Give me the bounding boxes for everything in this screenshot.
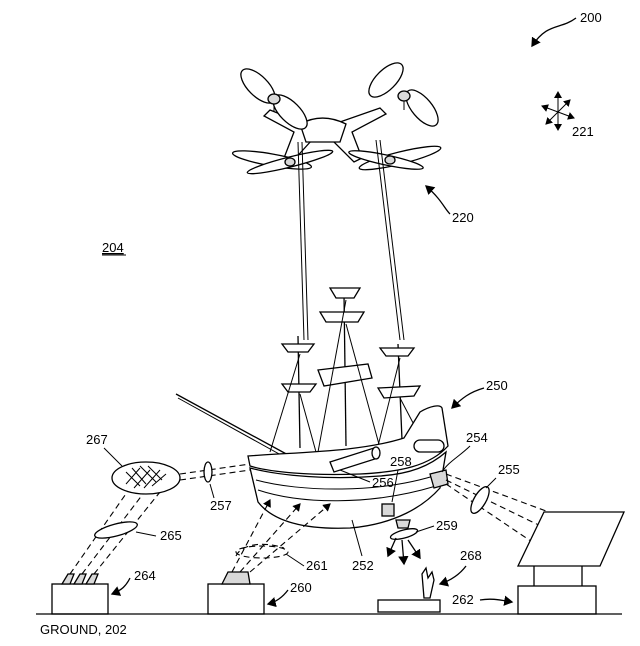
tether-right-a <box>375 139 401 341</box>
left-projector-box <box>51 583 109 615</box>
statue-label: 268 <box>460 548 482 563</box>
left-ground-lens-label: 265 <box>160 528 182 543</box>
left-lens-leader <box>209 483 215 499</box>
right-lens-leader <box>485 477 497 489</box>
left-projector-label: 264 <box>134 568 156 583</box>
middle-ground-device <box>207 499 331 615</box>
statue-base <box>377 599 441 613</box>
figure-arrow <box>531 17 577 48</box>
left-lens <box>203 461 213 483</box>
bottom-lens <box>389 528 419 540</box>
drone <box>231 62 442 341</box>
propeller-bottom-right <box>348 145 442 171</box>
right-lens <box>470 486 490 514</box>
hull-projector-leader <box>391 469 399 503</box>
bottom-lens-leader <box>415 525 435 533</box>
left-ground-lens <box>94 521 138 539</box>
background-label: 204 <box>102 240 124 255</box>
tether-right-b <box>379 139 405 341</box>
screen-base-arrow <box>479 595 514 606</box>
statue-figure <box>377 566 441 613</box>
wind-label: 221 <box>572 124 594 139</box>
figure-label-group: 200 <box>531 10 602 48</box>
ground-label: GROUND, 202 <box>40 622 127 637</box>
hull-label: 252 <box>352 558 374 573</box>
propeller-top-left <box>240 68 308 130</box>
propeller-bottom-left <box>231 149 334 175</box>
drone-arrow <box>425 185 451 215</box>
left-ground-projector <box>51 487 161 615</box>
bottom-emitter-beams <box>386 528 421 566</box>
projected-image-leader <box>103 447 123 467</box>
figure-number-label: 200 <box>580 10 602 25</box>
statue-arrow <box>438 565 467 587</box>
ship-deck <box>247 405 449 476</box>
tether-left-a <box>297 141 305 341</box>
right-lens-label: 255 <box>498 462 520 477</box>
cannon-leader <box>339 469 371 483</box>
middle-device-arrow <box>266 589 289 608</box>
left-lens-label: 257 <box>210 498 232 513</box>
middle-device-label: 260 <box>290 580 312 595</box>
screen-panel <box>516 511 626 567</box>
side-projector-leader <box>441 445 471 473</box>
smoke-leader <box>285 553 305 567</box>
wind-direction-icon <box>541 91 575 131</box>
projected-image-ellipse <box>111 461 181 495</box>
hull-leader <box>351 519 363 557</box>
side-projector-label: 254 <box>466 430 488 445</box>
bottom-lens-label: 259 <box>436 518 458 533</box>
screen-base <box>517 585 597 615</box>
hull-projector <box>381 503 395 517</box>
tether-left-b <box>301 141 309 341</box>
drone-label: 220 <box>452 210 474 225</box>
left-ground-lens-leader <box>135 531 157 537</box>
left-projector-arrow <box>110 577 131 596</box>
bottom-emitter <box>395 519 411 529</box>
bowsprit <box>175 393 291 457</box>
stern-window <box>413 439 445 453</box>
side-projector <box>429 469 449 489</box>
middle-device-box <box>207 583 265 615</box>
propeller-top-right <box>368 62 439 127</box>
cannon-label: 256 <box>372 475 394 490</box>
screen-base-label: 262 <box>452 592 474 607</box>
hull-projector-label: 258 <box>390 454 412 469</box>
ship-arrow <box>451 387 485 409</box>
ship-label: 250 <box>486 378 508 393</box>
projected-image-label: 267 <box>86 432 108 447</box>
smoke-label: 261 <box>306 558 328 573</box>
projection-screen <box>516 511 626 615</box>
pirate-ship <box>175 287 449 529</box>
projected-image <box>111 461 251 495</box>
